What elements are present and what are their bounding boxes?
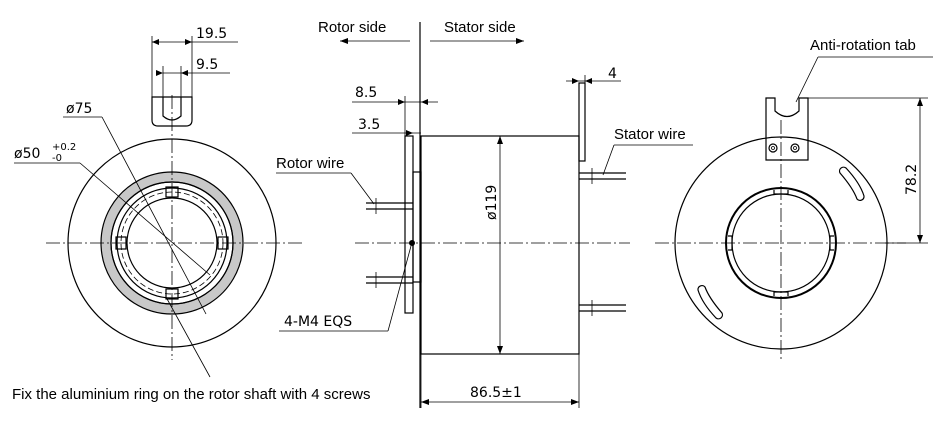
side-view: Rotor side Stator side Rotor wire <box>276 19 693 408</box>
dim-flange-thickness: 8.5 <box>355 85 377 101</box>
rotor-wire-label: Rotor wire <box>276 155 344 172</box>
dim-tab-slot: 9.5 <box>196 57 218 73</box>
dim-length: 86.5±1 <box>470 385 522 401</box>
dim-bore: ø50 <box>14 146 40 162</box>
fix-note: Fix the aluminium ring on the rotor shaf… <box>12 386 370 403</box>
right-view: Anti-rotation tab 78.2 <box>655 37 933 362</box>
dim-rotor-step: 3.5 <box>358 117 380 133</box>
screws-label: 4-M4 EQS <box>284 314 352 330</box>
anti-rotation-tab-label: Anti-rotation tab <box>810 37 916 54</box>
rotor-side-label: Rotor side <box>318 19 386 36</box>
dim-tab-width: 19.5 <box>196 26 227 42</box>
left-view: 19.5 9.5 ø75 ø50 +0.2 -0 Fix the alumini… <box>12 26 370 403</box>
dim-tab-thickness: 4 <box>608 66 617 82</box>
dim-od-flange: ø75 <box>66 101 92 117</box>
stator-wire-label: Stator wire <box>614 126 686 143</box>
stator-side-label: Stator side <box>444 19 516 36</box>
dim-bore-tol-lower: -0 <box>52 153 62 164</box>
dim-bore-tol-upper: +0.2 <box>52 142 76 153</box>
dim-tab-height: 78.2 <box>904 164 920 195</box>
dim-body-diameter: ø119 <box>484 185 500 220</box>
